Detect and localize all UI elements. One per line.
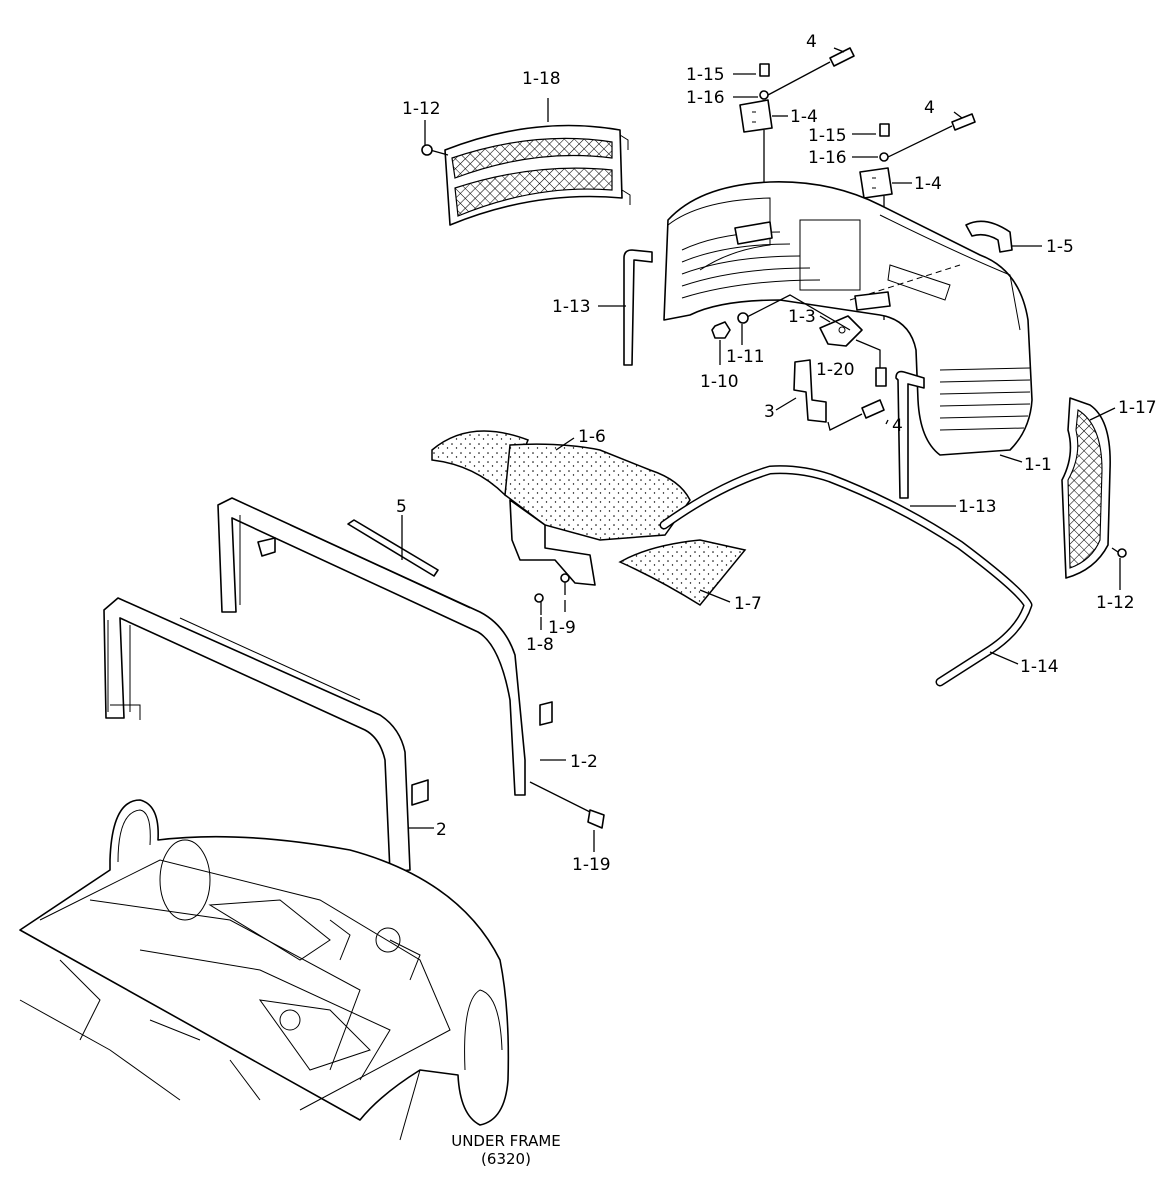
- label-1-6: 1-6: [578, 427, 606, 447]
- label-1-19: 1-19: [572, 855, 611, 875]
- label-1-15-lower: 1-15: [808, 126, 847, 146]
- label-4-second: 4: [924, 98, 935, 118]
- label-3: 3: [764, 402, 775, 422]
- seal-strip-1-13-right: [895, 370, 925, 499]
- label-1-5: 1-5: [1046, 237, 1074, 257]
- handle-1-5: [965, 220, 1013, 253]
- label-1-9: 1-9: [548, 618, 576, 638]
- label-1-13-left: 1-13: [552, 297, 591, 317]
- insulation-pad-1-6: [431, 430, 747, 615]
- stay-bar-5: [347, 519, 439, 577]
- frame-2: [103, 597, 429, 873]
- caption-line-2: (6320): [481, 1150, 531, 1168]
- label-1-2: 1-2: [570, 752, 598, 772]
- mesh-panel-1-18: [421, 124, 631, 226]
- label-1-10: 1-10: [700, 372, 739, 392]
- seal-strip-1-13-left: [623, 249, 653, 366]
- frame-1-2: [217, 497, 605, 829]
- under-frame-caption: UNDER FRAME (6320): [451, 1132, 561, 1168]
- part-labels: 4 1-15 1-16 1-4 4 1-15 1-16 1-4 1-18 1-1…: [396, 32, 1157, 875]
- label-1-20: 1-20: [816, 360, 855, 380]
- label-1-16-upper: 1-16: [686, 88, 725, 108]
- label-1-8: 1-8: [526, 635, 554, 655]
- label-4-top: 4: [806, 32, 817, 52]
- label-4-lower: 4: [892, 416, 903, 436]
- label-1-14: 1-14: [1020, 657, 1059, 677]
- label-1-16-lower: 1-16: [808, 148, 847, 168]
- label-1-4-upper: 1-4: [790, 107, 818, 127]
- hood-cover-1-1: [663, 181, 1033, 456]
- label-1-11: 1-11: [726, 347, 765, 367]
- label-1-3: 1-3: [788, 307, 816, 327]
- label-1-13-right: 1-13: [958, 497, 997, 517]
- label-1-7: 1-7: [734, 594, 762, 614]
- label-1-4-lower: 1-4: [914, 174, 942, 194]
- seal-strip-1-14: [659, 465, 1033, 687]
- label-1-15-upper: 1-15: [686, 65, 725, 85]
- hinge-assembly-upper: [739, 47, 976, 320]
- label-1-1: 1-1: [1024, 455, 1052, 475]
- mesh-panel-1-17: [1061, 397, 1127, 579]
- label-5: 5: [396, 497, 407, 517]
- label-1-18: 1-18: [522, 69, 561, 89]
- label-1-12-upper: 1-12: [402, 99, 441, 119]
- caption-line-1: UNDER FRAME: [451, 1132, 561, 1150]
- leader-lines: [401, 47, 1121, 852]
- label-1-17: 1-17: [1118, 398, 1157, 418]
- under-frame: [19, 799, 510, 1141]
- latch-assembly: [711, 294, 887, 431]
- label-1-12-lower: 1-12: [1096, 593, 1135, 613]
- label-2: 2: [436, 820, 447, 840]
